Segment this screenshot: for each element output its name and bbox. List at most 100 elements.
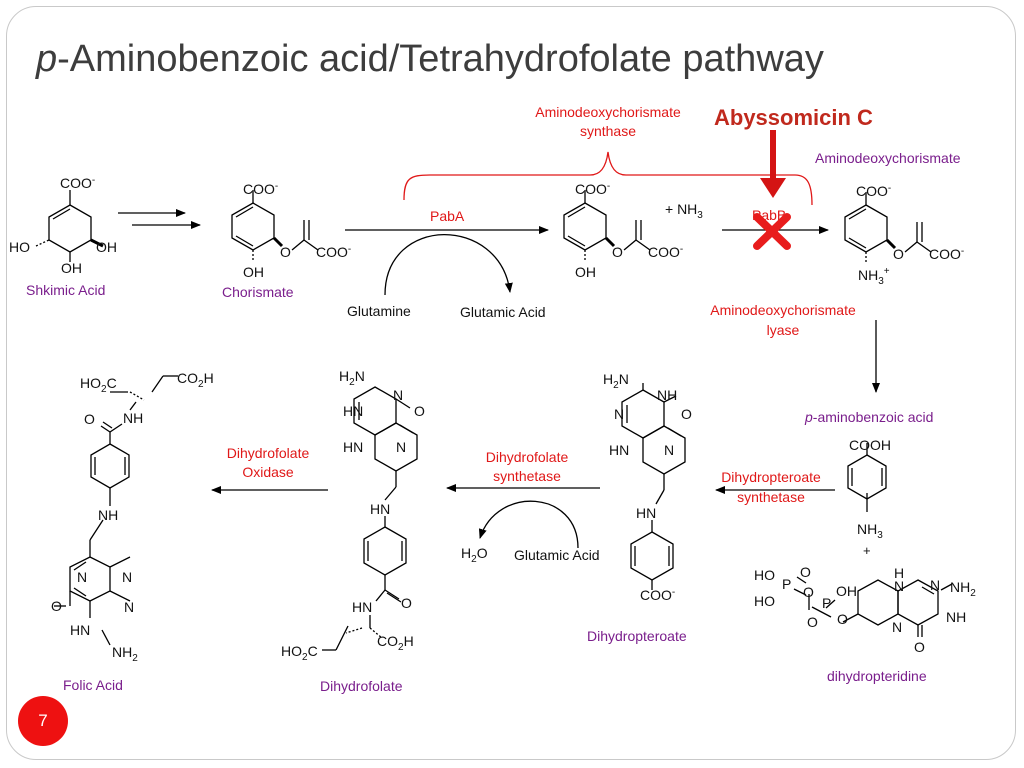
svg-text:O: O xyxy=(893,246,904,262)
svg-text:N: N xyxy=(396,439,406,455)
svg-text:O: O xyxy=(84,411,95,427)
svg-text:CO2H: CO2H xyxy=(377,633,414,653)
svg-text:HO2C: HO2C xyxy=(281,643,318,663)
svg-text:H2N: H2N xyxy=(339,368,365,388)
shikimic-acid-structure xyxy=(35,190,104,262)
svg-text:+ NH3: + NH3 xyxy=(665,201,703,221)
svg-text:HN: HN xyxy=(343,439,363,455)
paba-enzyme-label: PabA xyxy=(430,208,465,224)
dihydropteroate-structure xyxy=(621,383,686,590)
title-main: -Aminobenzoic acid/Tetrahydrofolate path… xyxy=(57,38,824,80)
paba-label: -aminobenzoic acid xyxy=(813,409,934,425)
svg-text:HO: HO xyxy=(754,593,775,609)
slide-frame xyxy=(6,6,1016,760)
svg-text:N: N xyxy=(122,569,132,585)
dihydropteroate-label: Dihydropteroate xyxy=(587,628,687,644)
lyase-label-line2: lyase xyxy=(767,322,800,338)
svg-text:COO-: COO- xyxy=(648,244,683,260)
svg-text:HN: HN xyxy=(636,505,656,521)
adcs-label-line1: Aminodeoxychorismate xyxy=(535,104,681,120)
aminodeoxychorismate-structure xyxy=(844,192,932,262)
paba-structure xyxy=(847,443,887,512)
svg-text:O: O xyxy=(800,564,811,580)
svg-text:H: H xyxy=(894,565,904,581)
dhps-label-line1: Dihydropteroate xyxy=(721,469,821,485)
svg-text:COO-: COO- xyxy=(856,183,891,199)
svg-text:N: N xyxy=(124,599,134,615)
svg-text:COO-: COO- xyxy=(60,175,95,191)
svg-text:COOH: COOH xyxy=(849,437,891,453)
svg-text:NH2: NH2 xyxy=(950,579,976,599)
svg-text:N: N xyxy=(664,442,674,458)
svg-text:COO-: COO- xyxy=(316,244,351,260)
water-subscript: 2 xyxy=(471,554,477,565)
adcs-label-line2: synthase xyxy=(580,123,636,139)
svg-text:O: O xyxy=(807,614,818,630)
svg-text:O: O xyxy=(914,639,925,655)
inhibition-x-icon xyxy=(753,213,791,250)
svg-text:O: O xyxy=(837,611,848,627)
folic-acid-label: Folic Acid xyxy=(63,677,123,693)
glutamic-acid-label-1: Glutamic Acid xyxy=(460,304,546,320)
svg-text:HN: HN xyxy=(343,403,363,419)
svg-text:p-aminobenzoic acid: p-aminobenzoic acid xyxy=(804,409,933,425)
svg-text:N: N xyxy=(77,569,87,585)
water-label: H xyxy=(461,545,471,561)
svg-text:O: O xyxy=(51,598,62,614)
dihydropteridine-structure xyxy=(793,576,953,637)
svg-text:OH: OH xyxy=(61,260,82,276)
dhfs-label-line1: Dihydrofolate xyxy=(486,449,569,465)
folic-acid-structure xyxy=(54,375,178,646)
svg-text:P: P xyxy=(822,595,831,611)
shikimic-acid-label: Shkimic Acid xyxy=(26,282,105,298)
aminodeoxychorismate-label: Aminodeoxychorismate xyxy=(815,150,961,166)
svg-text:HN: HN xyxy=(370,501,390,517)
svg-text:HN: HN xyxy=(352,599,372,615)
svg-text:HO: HO xyxy=(9,239,30,255)
dhfo-label-line2: Oxidase xyxy=(242,464,294,480)
svg-text:NH2: NH2 xyxy=(112,644,138,664)
dhfo-label-line1: Dihydrofolate xyxy=(227,445,310,461)
svg-text:N: N xyxy=(930,577,940,593)
svg-text:NH3: NH3 xyxy=(857,521,883,541)
svg-text:OH: OH xyxy=(575,264,596,280)
svg-text:HO2C: HO2C xyxy=(80,375,117,395)
nh3-label: + NH xyxy=(665,201,697,217)
page-title: p-Aminobenzoic acid/Tetrahydrofolate pat… xyxy=(36,38,824,81)
svg-text:P: P xyxy=(782,576,791,592)
svg-text:OH: OH xyxy=(96,239,117,255)
svg-text:OH: OH xyxy=(836,583,857,599)
svg-text:OH: OH xyxy=(243,264,264,280)
svg-text:HN: HN xyxy=(70,622,90,638)
glutamic-acid-label-2: Glutamic Acid xyxy=(514,547,600,563)
svg-text:N: N xyxy=(393,387,403,403)
svg-text:NH: NH xyxy=(657,387,677,403)
dihydrofolate-structure xyxy=(322,386,418,651)
svg-text:NH: NH xyxy=(946,609,966,625)
aminodeoxychorismate-mid-structure xyxy=(563,190,651,262)
slide-number-badge: 7 xyxy=(18,696,68,746)
svg-text:O: O xyxy=(280,244,291,260)
svg-text:H2N: H2N xyxy=(603,371,629,391)
svg-text:NH: NH xyxy=(123,410,143,426)
svg-text:NH3+: NH3+ xyxy=(858,266,890,287)
svg-text:COO-: COO- xyxy=(243,181,278,197)
svg-text:H2O: H2O xyxy=(461,545,488,565)
dihydrofolate-label: Dihydrofolate xyxy=(320,678,403,694)
title-prefix: p xyxy=(36,38,58,80)
svg-text:O: O xyxy=(803,584,814,600)
svg-text:N: N xyxy=(614,406,624,422)
chorismate-label: Chorismate xyxy=(222,284,294,300)
nh3-subscript: 3 xyxy=(697,210,703,221)
inhibition-arrow xyxy=(760,130,786,198)
svg-text:COO-: COO- xyxy=(640,587,675,603)
svg-text:O: O xyxy=(414,403,425,419)
svg-text:O: O xyxy=(612,244,623,260)
abyssomicin-label: Abyssomicin C xyxy=(714,105,873,130)
svg-text:HN: HN xyxy=(609,442,629,458)
svg-text:COO-: COO- xyxy=(575,181,610,197)
svg-text:N: N xyxy=(892,619,902,635)
svg-text:O: O xyxy=(401,595,412,611)
paba-label-prefix: p xyxy=(804,409,813,425)
